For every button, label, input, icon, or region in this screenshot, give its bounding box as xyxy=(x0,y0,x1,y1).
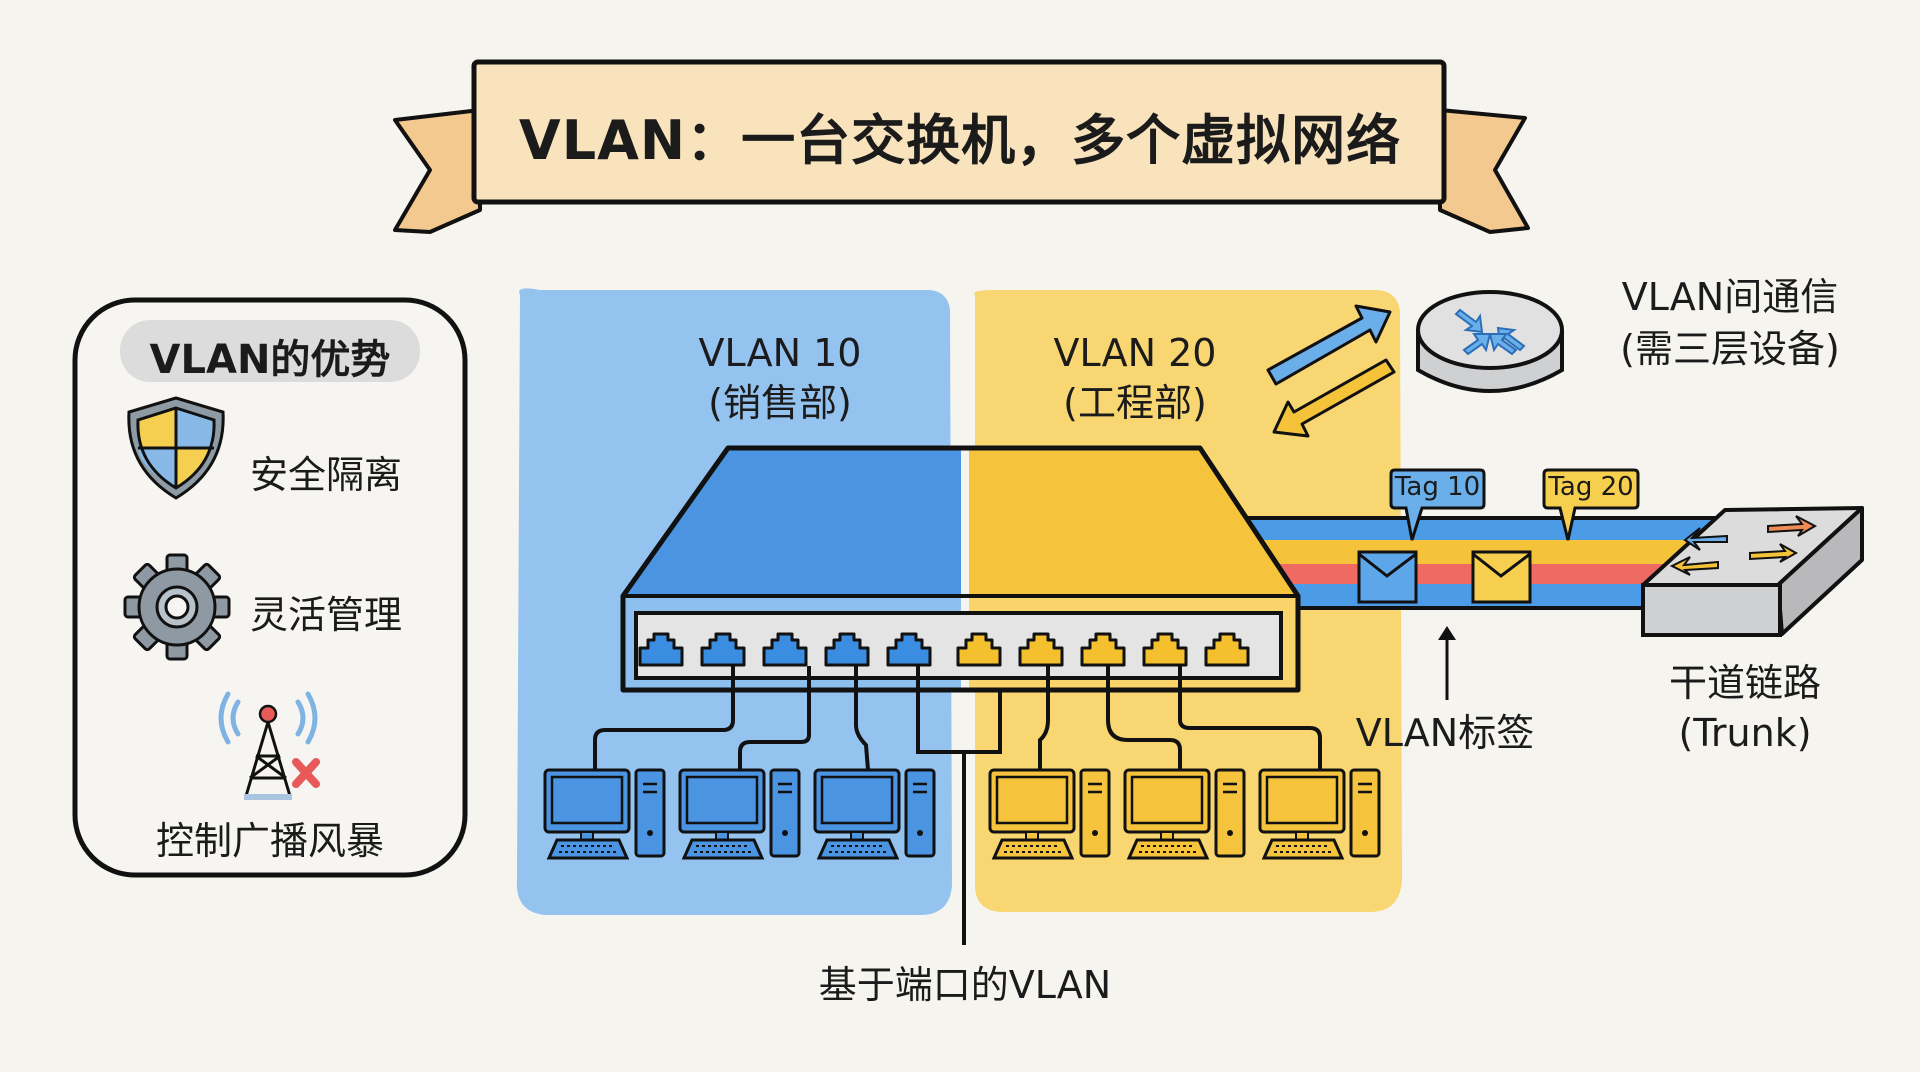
vlan10-dept: (销售部) xyxy=(708,381,852,425)
vlan10-name: VLAN 10 xyxy=(698,331,862,375)
advantage-management-label: 灵活管理 xyxy=(250,593,403,637)
advantage-broadcast-label: 控制广播风暴 xyxy=(155,819,384,863)
gear-icon xyxy=(123,553,231,661)
port-based-vlan-label: 基于端口的VLAN xyxy=(818,963,1112,1007)
switch-ports xyxy=(638,632,1250,667)
ethernet-port-icon xyxy=(700,632,746,667)
ethernet-port-icon xyxy=(824,632,870,667)
shield-icon xyxy=(127,396,225,500)
computer-icon xyxy=(988,768,1111,860)
ethernet-port-icon xyxy=(762,632,808,667)
ethernet-port-icon xyxy=(1018,632,1064,667)
trunk-switch xyxy=(1641,506,1864,637)
inter-vlan-arrows xyxy=(1266,304,1396,438)
envelope-vlan20-icon xyxy=(1471,550,1532,604)
ethernet-port-icon xyxy=(1142,632,1188,667)
vlan-tag-arrow xyxy=(1438,626,1456,700)
computer-icon xyxy=(678,768,801,860)
trunk-label-line1: 干道链路 xyxy=(1668,661,1821,705)
computer-icon xyxy=(813,768,936,860)
vlan20-dept: (工程部) xyxy=(1063,381,1207,425)
tag-20-label: Tag 20 xyxy=(1548,472,1634,502)
computer-icon xyxy=(1258,768,1381,860)
vlan-tag-label: VLAN标签 xyxy=(1355,711,1535,755)
computers xyxy=(543,768,1381,860)
ethernet-port-icon xyxy=(1204,632,1250,667)
envelope-vlan10-icon xyxy=(1357,550,1418,604)
title-banner xyxy=(393,59,1530,234)
computer-icon xyxy=(543,768,666,860)
ethernet-port-icon xyxy=(886,632,932,667)
trunk-label-line2: (Trunk) xyxy=(1678,711,1812,755)
advantage-security-label: 安全隔离 xyxy=(250,453,403,497)
broadcast-tower-blocked-icon xyxy=(218,691,320,800)
ethernet-port-icon xyxy=(1080,632,1126,667)
ethernet-port-icon xyxy=(638,632,684,667)
ethernet-port-icon xyxy=(956,632,1002,667)
tag-10-label: Tag 10 xyxy=(1394,472,1481,502)
computer-icon xyxy=(1123,768,1246,860)
inter-vlan-label-line2: (需三层设备) xyxy=(1620,327,1840,371)
advantages-heading: VLAN的优势 xyxy=(149,337,391,383)
tag-10-bubble xyxy=(1389,468,1486,541)
vlan20-name: VLAN 20 xyxy=(1053,331,1217,375)
tag-20-bubble xyxy=(1542,468,1640,541)
inter-vlan-label-line1: VLAN间通信 xyxy=(1621,275,1839,319)
page-title: VLAN：一台交换机，多个虚拟网络 xyxy=(518,109,1402,172)
router-icon xyxy=(1416,290,1564,393)
port-cables xyxy=(593,666,1322,945)
